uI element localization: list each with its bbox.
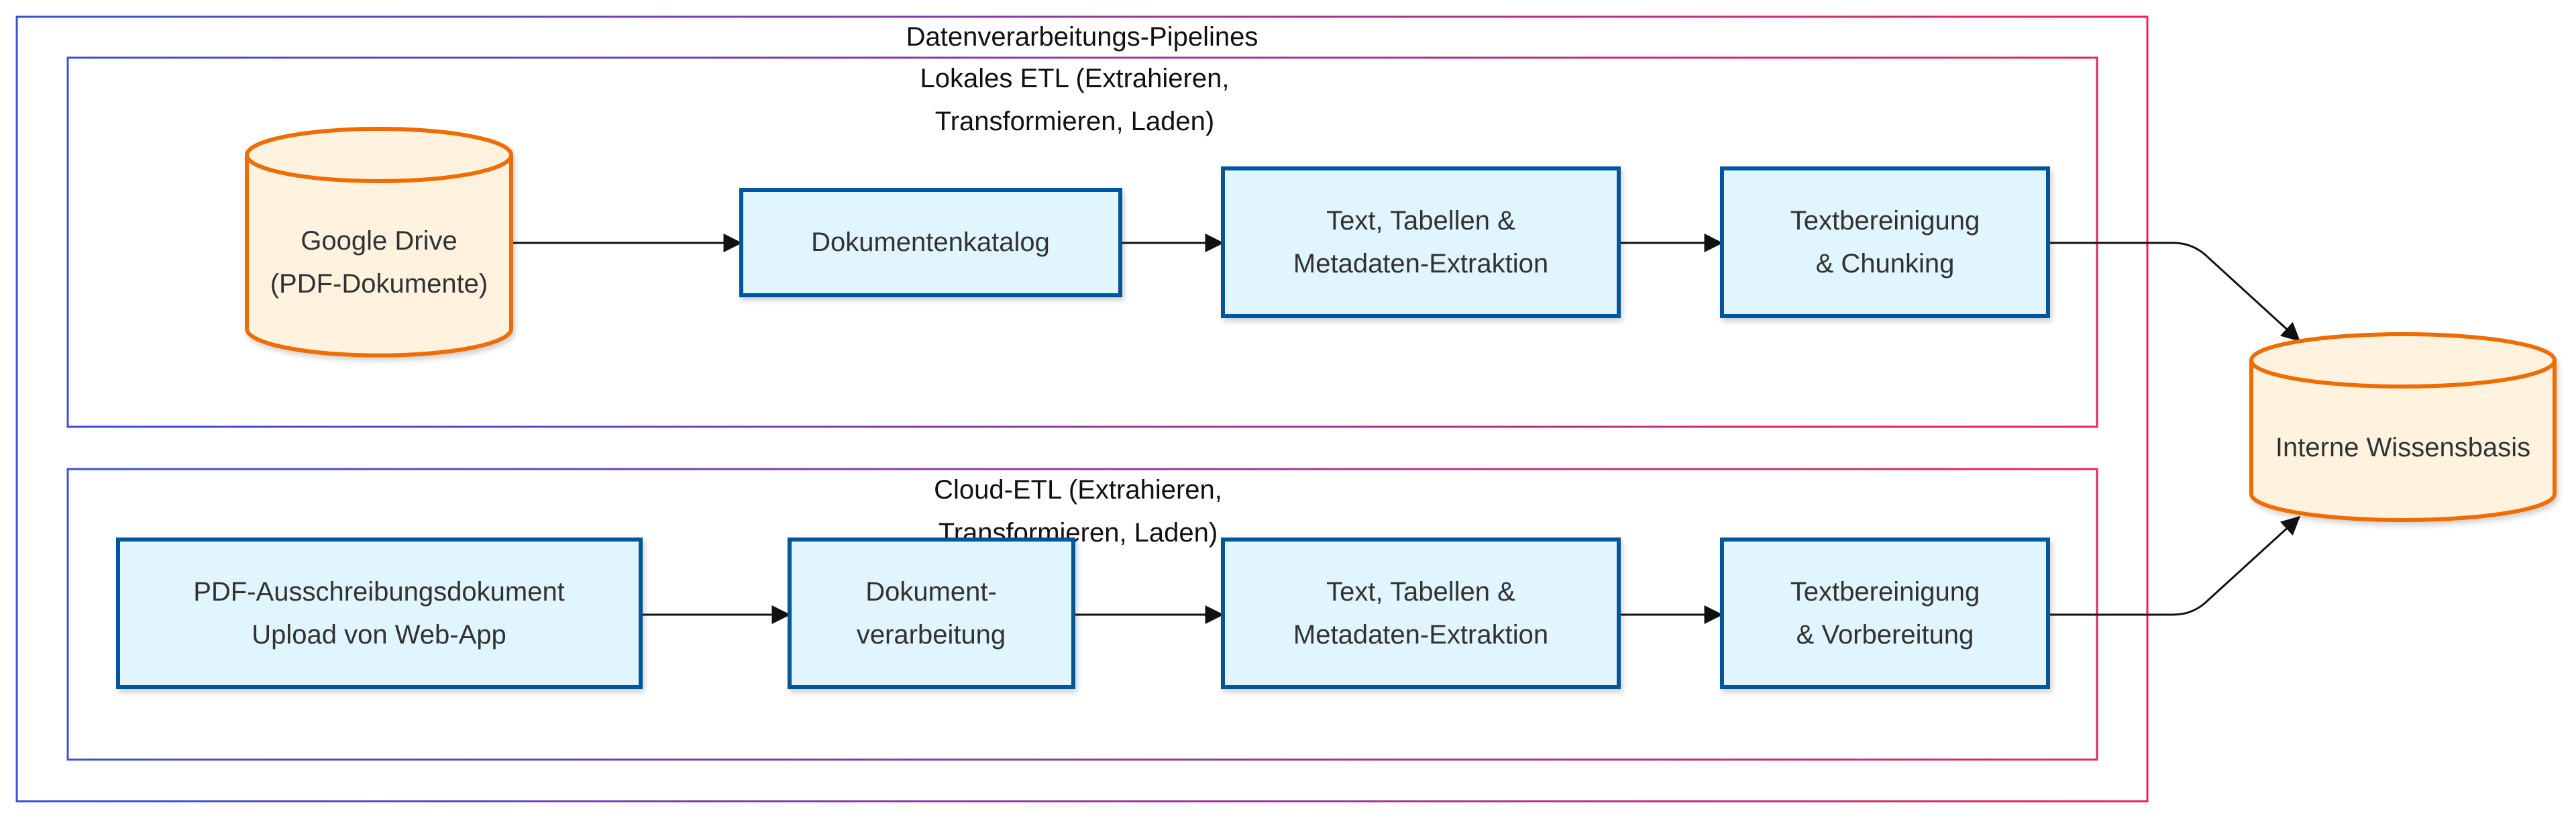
local-cleaning-node: Textbereinigung & Chunking bbox=[1720, 166, 2050, 318]
cloud-preparation-node: Textbereinigung & Vorbereitung bbox=[1720, 538, 2050, 689]
edge-preparation-to-knowledge-base bbox=[2048, 515, 2301, 616]
cloud-extraction-label-line2: Metadaten-Extraktion bbox=[1293, 620, 1548, 650]
cloud-preparation-label-line1: Textbereinigung bbox=[1790, 577, 1980, 607]
knowledge-base-label: Interne Wissensbasis bbox=[2275, 433, 2530, 462]
google-drive-label-line2: (PDF-Dokumente) bbox=[270, 269, 488, 299]
local-extraction-label-line1: Text, Tabellen & bbox=[1326, 206, 1515, 236]
local-etl-frame: Lokales ETL (Extrahieren, Transformieren… bbox=[66, 56, 2098, 428]
document-processing-label-line1: Dokument- bbox=[865, 577, 997, 607]
knowledge-base-storage: Interne Wissensbasis bbox=[2249, 332, 2557, 522]
local-extraction-node: Text, Tabellen & Metadaten-Extraktion bbox=[1221, 166, 1621, 318]
google-drive-label-line1: Google Drive bbox=[301, 226, 457, 256]
cloud-etl-frame: Cloud-ETL (Extrahieren, Transformieren, … bbox=[66, 468, 2098, 761]
cloud-extraction-node: Text, Tabellen & Metadaten-Extraktion bbox=[1221, 538, 1621, 689]
outer-frame-title: Datenverarbeitungs-Pipelines bbox=[906, 22, 1258, 52]
edge-chunking-to-knowledge-base bbox=[2048, 242, 2301, 342]
local-cleaning-label-line2: & Chunking bbox=[1816, 249, 1955, 278]
cloud-extraction-label-line1: Text, Tabellen & bbox=[1326, 577, 1515, 607]
cloud-etl-title-line1: Cloud-ETL (Extrahieren, bbox=[934, 475, 1222, 505]
document-catalog-label: Dokumentenkatalog bbox=[811, 227, 1050, 257]
pdf-upload-label-line2: Upload von Web-App bbox=[252, 620, 506, 650]
local-etl-title-line2: Transformieren, Laden) bbox=[935, 107, 1214, 136]
pdf-upload-label-line1: PDF-Ausschreibungsdokument bbox=[193, 577, 565, 607]
pdf-upload-node: PDF-Ausschreibungsdokument Upload von We… bbox=[116, 538, 643, 689]
cloud-preparation-label-line2: & Vorbereitung bbox=[1796, 620, 1974, 650]
outer-frame: Datenverarbeitungs-Pipelines bbox=[15, 15, 2149, 803]
local-etl-title-line1: Lokales ETL (Extrahieren, bbox=[920, 64, 1230, 93]
document-processing-label-line2: verarbeitung bbox=[857, 620, 1006, 650]
local-extraction-label-line2: Metadaten-Extraktion bbox=[1293, 249, 1548, 278]
document-processing-node: Dokument- verarbeitung bbox=[788, 538, 1075, 689]
edges bbox=[511, 234, 2301, 624]
google-drive-storage: Google Drive (PDF-Dokumente) bbox=[245, 127, 513, 358]
document-catalog-node: Dokumentenkatalog bbox=[739, 188, 1122, 297]
local-cleaning-label-line1: Textbereinigung bbox=[1790, 206, 1980, 236]
